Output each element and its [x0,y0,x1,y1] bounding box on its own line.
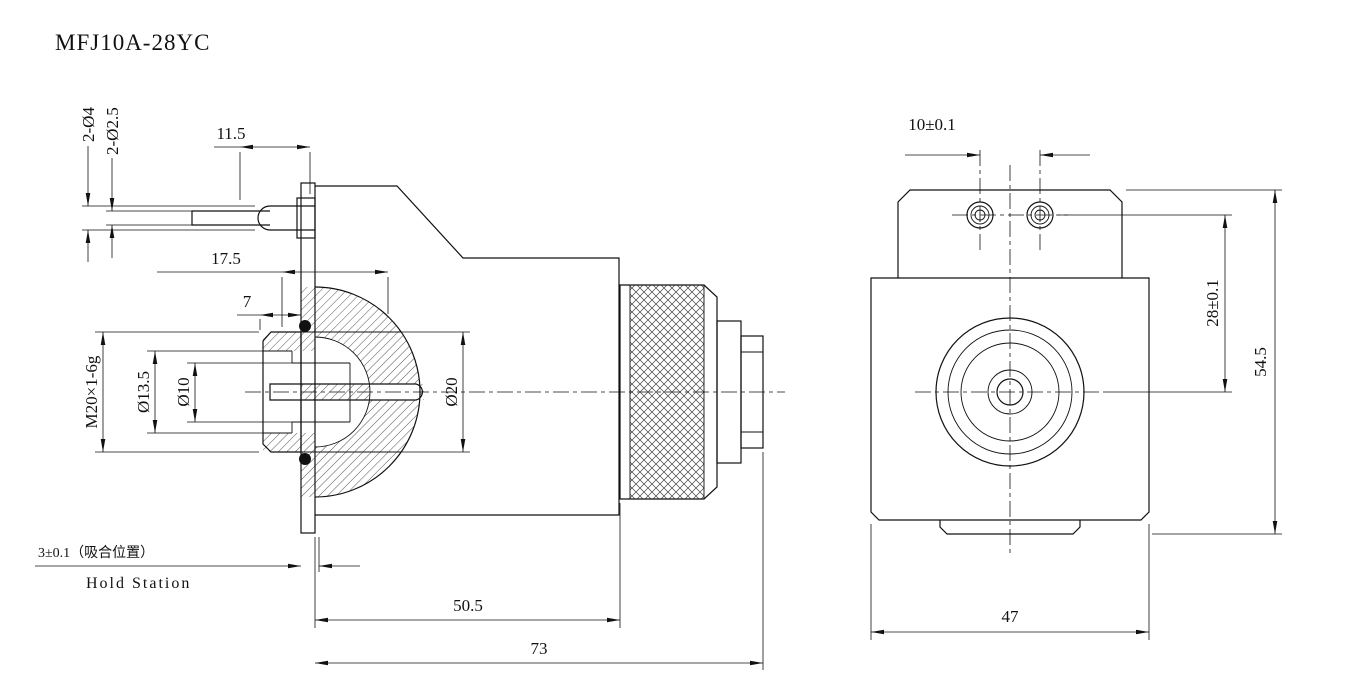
ext-coil-length [314,503,621,628]
knurl-texture [630,285,704,499]
ext-bore [187,362,292,423]
threaded-fitting [262,320,401,465]
ext-pin-length [239,152,311,200]
ext-counterbore [147,350,263,434]
dim-label-counterbore: Ø13.5 [134,371,153,413]
ext-tube-dia [401,331,470,453]
dim-label-overall-width: 47 [1002,607,1020,626]
mounting-hole-left [966,201,994,229]
side-view-dimensions: 2-Ø4 2-Ø2.5 11.5 17.5 7 M20×1-6g [35,107,764,670]
dim-label-pin-length: 11.5 [216,124,245,143]
ext-overall-height [1126,189,1282,535]
ext-pin-dia [82,205,255,231]
front-view-dimensions: 10±0.1 28±0.1 54.5 47 [870,115,1282,640]
ext-depth-175 [281,277,389,327]
terminal-pins [191,197,316,239]
drawing-title: MFJ10A-28YC [55,30,210,55]
dim-label-boss-7: 7 [243,292,252,311]
o-ring-top [299,320,311,332]
mounting-hole-right [1026,201,1054,229]
tube-walls [301,331,401,453]
ext-thread [95,331,259,453]
dim-label-depth-175: 17.5 [211,249,241,268]
note-hold-station-en: Hold Station [86,575,191,592]
central-boss [935,317,1085,467]
front-bottom-tab [939,520,1081,535]
pin-base [257,205,315,231]
dim-label-pin-tip-dia: 2-Ø2.5 [103,107,122,155]
coil-body-outline [315,185,620,516]
end-cap [740,335,764,449]
dim-label-bore: Ø10 [174,377,193,406]
o-ring-bottom [299,453,311,465]
pin-seat [296,197,316,239]
note-hold-station-cn: 3±0.1（吸合位置） [38,545,154,561]
front-view: 10±0.1 28±0.1 54.5 47 [870,115,1282,640]
armature-rod [269,383,423,401]
pole-outer-arc [314,286,421,498]
knurled-nut [619,284,718,500]
dim-label-overall-height: 54.5 [1251,347,1270,377]
nut-bands [629,285,705,499]
stepped-bore [263,350,351,434]
pin-tip [191,210,270,226]
front-main-body [870,277,1150,521]
dim-label-hole-spacing: 10±0.1 [908,115,956,134]
pole-inner-arc [314,336,371,448]
ext-hole-to-center [1058,214,1232,393]
dim-label-tube-dia: Ø20 [442,377,461,406]
dim-label-pin-dia: 2-Ø4 [79,107,98,142]
dim-label-thread: M20×1-6g [82,355,101,428]
ext-pin-tip-dia [106,210,192,226]
dim-label-coil-length: 50.5 [453,596,483,615]
ext-overall-width [870,524,1150,640]
dim-label-hole-to-center: 28±0.1 [1203,279,1222,327]
dim-label-overall-length: 73 [531,639,548,658]
side-section-view: 2-Ø4 2-Ø2.5 11.5 17.5 7 M20×1-6g [35,107,785,670]
